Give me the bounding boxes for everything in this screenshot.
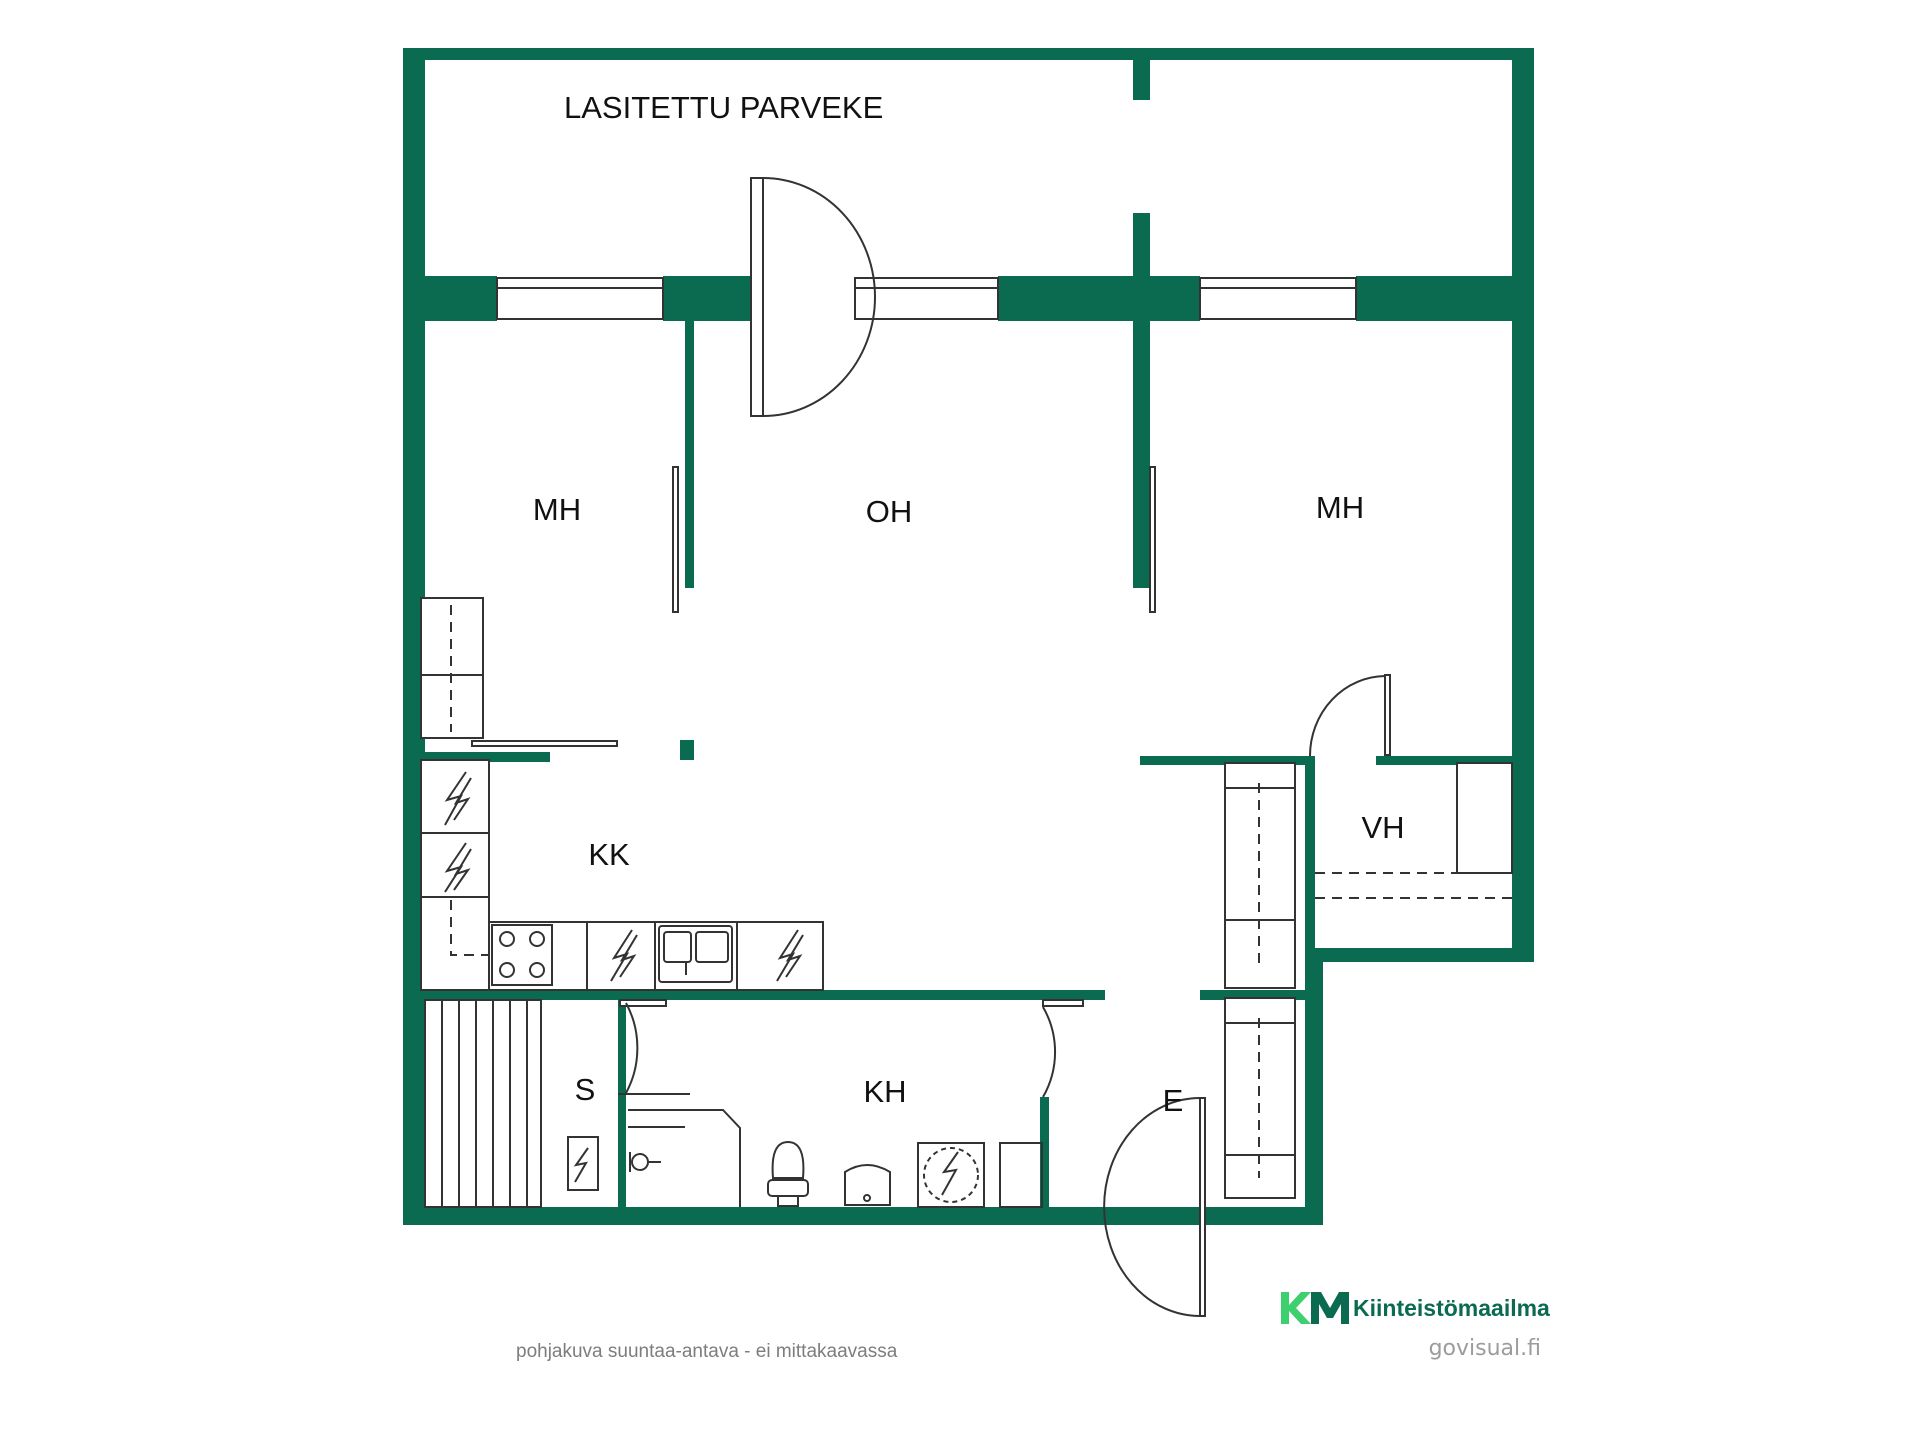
toilet-icon bbox=[767, 1140, 809, 1207]
windows bbox=[496, 277, 1357, 320]
door-swing-icon bbox=[750, 177, 876, 417]
bedroom-right-label: MH bbox=[1316, 490, 1364, 525]
window bbox=[496, 277, 664, 320]
km-logo bbox=[1281, 1292, 1349, 1324]
stove-icon bbox=[491, 924, 553, 986]
disclaimer-note: pohjakuva suuntaa-antava - ei mittakaava… bbox=[516, 1341, 898, 1362]
electric-appliance-icon bbox=[776, 929, 804, 982]
electric-appliance-icon bbox=[610, 929, 638, 982]
washing-machine-icon bbox=[917, 1142, 985, 1208]
balcony-label: LASITETTU PARVEKE bbox=[564, 90, 883, 125]
window bbox=[854, 277, 999, 320]
bathroom-cabinet bbox=[999, 1142, 1043, 1208]
brand-name: Kiinteistömaailma bbox=[1353, 1294, 1550, 1321]
sink-icon bbox=[658, 925, 733, 983]
sauna-label: S bbox=[575, 1072, 596, 1107]
door-swing-icon bbox=[471, 466, 1391, 1317]
window bbox=[1199, 277, 1357, 320]
wardrobe bbox=[420, 597, 1513, 1199]
wardrobe-label: VH bbox=[1361, 810, 1404, 845]
brand-site: govisual.fi bbox=[1428, 1336, 1541, 1361]
walls bbox=[403, 48, 1534, 1225]
electric-appliance-icon bbox=[444, 842, 472, 893]
sauna-heater-icon bbox=[567, 1136, 599, 1191]
shower-icon bbox=[628, 1109, 741, 1207]
brand-block: Kiinteistömaailma bbox=[1279, 1290, 1550, 1326]
entrance-label: E bbox=[1163, 1083, 1184, 1118]
kitchen-label: KK bbox=[588, 837, 630, 872]
washbasin-icon bbox=[844, 1164, 891, 1206]
living-room-label: OH bbox=[866, 494, 913, 529]
electric-appliance-icon bbox=[444, 771, 472, 826]
bedroom-left-label: MH bbox=[533, 492, 581, 527]
sauna-bench bbox=[424, 999, 542, 1208]
bathroom-label: KH bbox=[863, 1074, 906, 1109]
